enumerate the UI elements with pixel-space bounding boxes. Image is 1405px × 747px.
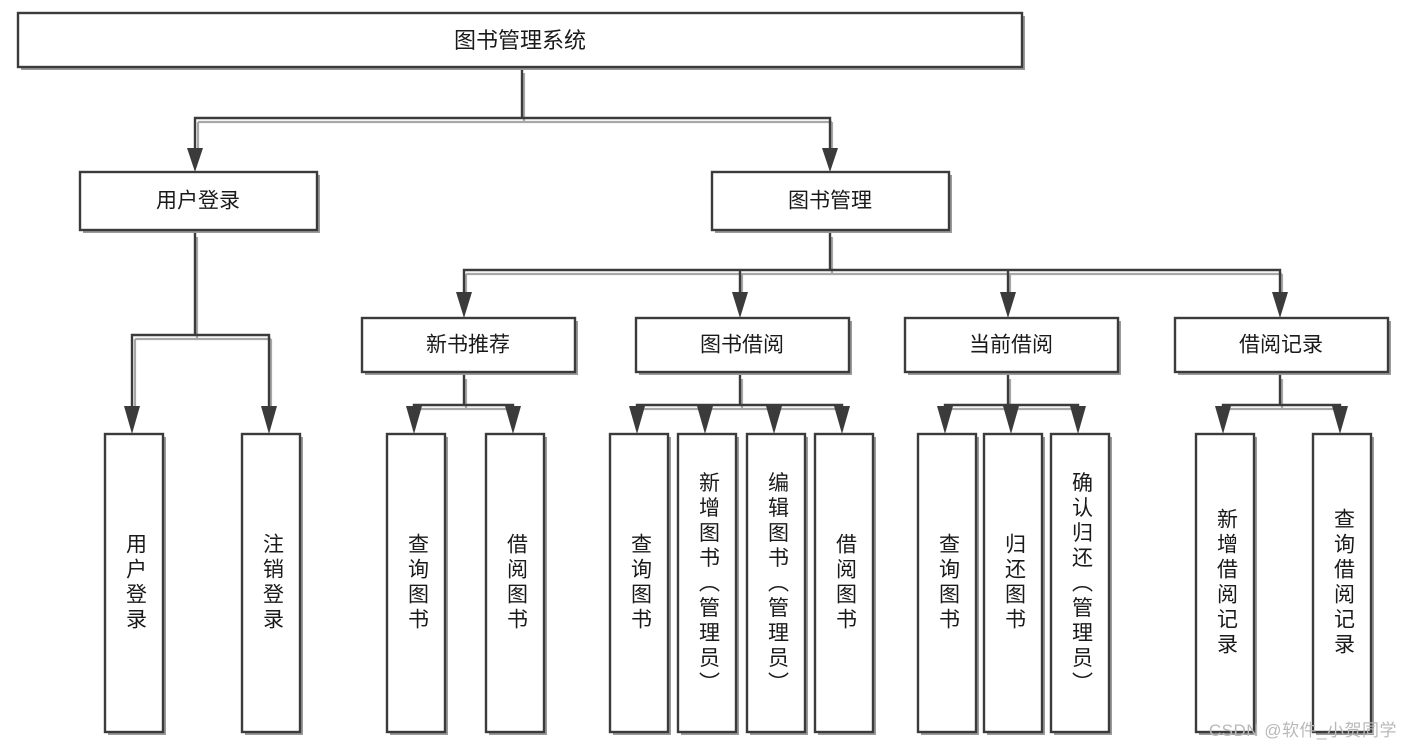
arrowhead-to-new-book-recommend	[456, 292, 472, 318]
arrowhead-leaf-return-book	[1003, 406, 1019, 434]
node-book-borrow-rect[interactable]	[634, 316, 851, 374]
leaf-return-book-label: 归还图书	[1002, 533, 1026, 633]
leaf-borrow-book-1[interactable]: 借阅图书	[484, 432, 547, 735]
leaf-query-record-rect[interactable]	[1311, 432, 1373, 734]
connector-layer	[124, 69, 1348, 434]
leaf-confirm-return-rect[interactable]	[1049, 432, 1111, 734]
leaf-user-logout-label: 注销登录	[260, 533, 284, 633]
leaf-borrow-book-2-label: 借阅图书	[833, 533, 857, 633]
leaf-borrow-book-2-rect[interactable]	[813, 432, 875, 734]
connector-newbook-shadow	[415, 379, 517, 414]
leaf-return-book[interactable]: 归还图书	[982, 432, 1045, 735]
node-book-borrow-label: 图书借阅	[700, 334, 784, 357]
leaf-query-book-3-rect[interactable]	[916, 432, 978, 734]
node-new-book-recommend[interactable]: 新书推荐	[360, 316, 578, 375]
leaf-return-book-rect[interactable]	[982, 432, 1044, 734]
leaf-add-record[interactable]: 新增借阅记录	[1194, 432, 1257, 735]
node-book-manage[interactable]: 图书管理	[710, 170, 952, 233]
node-new-book-recommend-rect[interactable]	[360, 316, 577, 374]
connector-newbook-to-leaves	[412, 373, 515, 414]
leaf-add-record-rect[interactable]	[1194, 432, 1256, 734]
leaf-query-book-2-rect[interactable]	[608, 432, 670, 734]
arrowhead-to-current-borrow	[1000, 292, 1016, 318]
arrowhead-leaf-query-book-2	[629, 406, 645, 434]
node-borrow-record-label: 借阅记录	[1239, 334, 1323, 357]
leaf-query-book-3-label: 查询图书	[936, 533, 960, 633]
connector-level3-shadow	[464, 237, 1284, 300]
node-current-borrow-rect[interactable]	[903, 316, 1120, 374]
leaf-edit-book-rect[interactable]	[745, 432, 807, 734]
node-user-login-label: 用户登录	[156, 190, 240, 213]
connector-borrowrecord-shadow	[1224, 379, 1344, 414]
arrowhead-leaf-borrow-book-2	[834, 406, 850, 434]
node-user-login[interactable]: 用户登录	[78, 170, 320, 233]
arrowhead-leaf-query-record	[1332, 406, 1348, 434]
leaf-user-login-label: 用户登录	[123, 533, 147, 633]
leaf-add-book-label: 新增图书（管理员）	[696, 472, 720, 697]
node-user-login-rect[interactable]	[78, 170, 319, 232]
node-root-label: 图书管理系统	[454, 28, 586, 53]
arrowhead-leaf-user-logout	[261, 406, 277, 434]
node-new-book-recommend-label: 新书推荐	[426, 334, 510, 357]
arrowhead-to-borrow-record	[1272, 292, 1288, 318]
leaf-query-book-1-label: 查询图书	[405, 533, 429, 633]
leaf-confirm-return[interactable]: 确认归还（管理员）	[1049, 432, 1112, 735]
leaf-confirm-return-label: 确认归还（管理员）	[1069, 472, 1093, 697]
leaf-borrow-book-1-label: 借阅图书	[504, 533, 528, 633]
leaf-add-record-label: 新增借阅记录	[1214, 508, 1238, 658]
node-book-manage-label: 图书管理	[788, 190, 872, 213]
node-book-manage-rect[interactable]	[710, 170, 951, 232]
leaf-query-book-1[interactable]: 查询图书	[385, 432, 448, 735]
node-root[interactable]: 图书管理系统	[16, 11, 1025, 70]
node-current-borrow[interactable]: 当前借阅	[903, 316, 1121, 375]
arrowhead-leaf-query-book-3	[937, 406, 953, 434]
connector-bookborrow-to-leaves	[635, 373, 844, 414]
node-root-rect[interactable]	[16, 11, 1024, 69]
leaf-query-book-3[interactable]: 查询图书	[916, 432, 979, 735]
leaf-edit-book[interactable]: 编辑图书（管理员）	[745, 432, 808, 735]
arrowhead-leaf-borrow-book-1	[505, 406, 521, 434]
leaf-user-logout-rect[interactable]	[240, 432, 302, 734]
leaf-query-book-2[interactable]: 查询图书	[608, 432, 671, 735]
leaf-borrow-book-1-rect[interactable]	[484, 432, 546, 734]
arrowhead-leaf-add-record	[1215, 406, 1231, 434]
connector-borrowrecord-to-leaves	[1221, 373, 1342, 414]
arrowhead-leaf-query-book-1	[406, 406, 422, 434]
connector-root-shadow	[196, 73, 834, 160]
csdn-watermark: CSDN @软件_小贺同学	[1208, 721, 1397, 740]
connector-bookborrow-shadow	[638, 379, 846, 414]
arrowhead-to-user-login	[187, 148, 203, 172]
leaf-add-book[interactable]: 新增图书（管理员）	[676, 432, 739, 735]
leaf-borrow-book-2[interactable]: 借阅图书	[813, 432, 876, 735]
node-borrow-record-rect[interactable]	[1173, 316, 1390, 374]
leaf-add-book-rect[interactable]	[676, 432, 738, 734]
node-book-borrow[interactable]: 图书借阅	[634, 316, 852, 375]
connector-userlogin-shadow	[133, 237, 273, 412]
leaf-query-book-2-label: 查询图书	[628, 533, 652, 633]
leaf-query-record[interactable]: 查询借阅记录	[1311, 432, 1374, 735]
leaf-query-record-label: 查询借阅记录	[1331, 508, 1355, 658]
leaf-user-login-rect[interactable]	[103, 432, 165, 734]
connector-bookmanage-to-level3	[462, 231, 1282, 298]
arrowhead-leaf-add-book	[697, 406, 713, 434]
leaf-query-book-1-rect[interactable]	[385, 432, 447, 734]
arrowhead-leaf-user-login	[124, 406, 140, 434]
leaf-user-logout[interactable]: 注销登录	[240, 432, 303, 735]
leaf-edit-book-label: 编辑图书（管理员）	[765, 472, 789, 697]
arrowhead-to-book-borrow	[732, 292, 748, 318]
arrowhead-leaf-confirm-return	[1070, 406, 1086, 434]
leaf-user-login[interactable]: 用户登录	[103, 432, 166, 735]
connector-root-to-level2	[193, 69, 832, 158]
node-current-borrow-label: 当前借阅	[969, 334, 1053, 357]
node-borrow-record[interactable]: 借阅记录	[1173, 316, 1391, 375]
arrowhead-to-book-manage	[822, 148, 838, 172]
connector-userlogin-to-leaves	[130, 231, 271, 410]
arrowhead-leaf-edit-book	[766, 406, 782, 434]
